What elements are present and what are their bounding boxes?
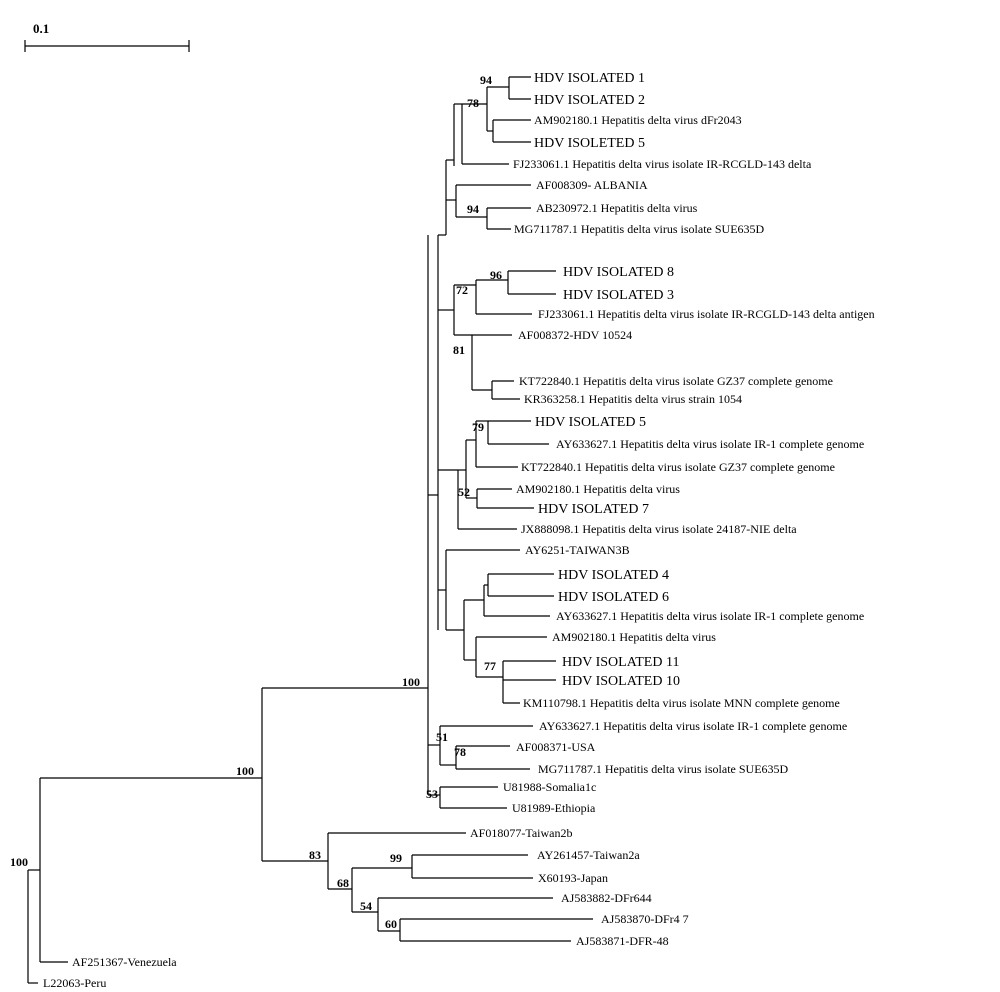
- leaf-label: AF018077-Taiwan2b: [470, 826, 572, 840]
- leaf-label: AY633627.1 Hepatitis delta virus isolate…: [556, 437, 864, 451]
- bootstrap-value: 94: [467, 202, 479, 216]
- leaf-label: HDV ISOLATED 10: [562, 674, 680, 689]
- leaf-label: HDV ISOLETED 5: [534, 136, 645, 151]
- bootstrap-value: 79: [472, 420, 484, 434]
- leaf-label: AJ583870-DFr4 7: [601, 912, 689, 926]
- bootstrap-value: 94: [480, 73, 492, 87]
- bootstrap-value: 51: [436, 730, 448, 744]
- leaf-label: KM110798.1 Hepatitis delta virus isolate…: [523, 696, 840, 710]
- bootstrap-value: 100: [10, 855, 28, 869]
- bootstrap-value: 83: [309, 848, 321, 862]
- leaf-label: HDV ISOLATED 6: [558, 590, 669, 605]
- leaf-label: AM902180.1 Hepatitis delta virus: [552, 630, 716, 644]
- bootstrap-value: 52: [458, 485, 470, 499]
- bootstrap-value: 99: [390, 851, 402, 865]
- leaf-label: U81988-Somalia1c: [503, 780, 596, 794]
- bootstrap-values: 94 78 94 96 72 81 79 52 77 100 51 78 53 …: [10, 73, 502, 931]
- leaf-label: HDV ISOLATED 7: [538, 502, 649, 517]
- leaf-label: KT722840.1 Hepatitis delta virus isolate…: [521, 460, 835, 474]
- leaf-label: AM902180.1 Hepatitis delta virus dFr2043: [534, 113, 742, 127]
- leaf-label: HDV ISOLATED 2: [534, 93, 645, 108]
- bootstrap-value: 53: [426, 787, 438, 801]
- leaf-label: AY633627.1 Hepatitis delta virus isolate…: [539, 719, 847, 733]
- leaf-label: AF251367-Venezuela: [72, 955, 177, 969]
- bootstrap-value: 78: [454, 745, 466, 759]
- leaf-label: AY633627.1 Hepatitis delta virus isolate…: [556, 609, 864, 623]
- bootstrap-value: 81: [453, 343, 465, 357]
- bootstrap-value: 100: [236, 764, 254, 778]
- leaf-label: AJ583871-DFR-48: [576, 934, 669, 948]
- leaf-label: HDV ISOLATED 1: [534, 71, 645, 86]
- bootstrap-value: 72: [456, 283, 468, 297]
- bootstrap-value: 78: [467, 96, 479, 110]
- leaf-label: HDV ISOLATED 3: [563, 288, 674, 303]
- leaf-label: MG711787.1 Hepatitis delta virus isolate…: [538, 762, 789, 776]
- leaf-label: AB230972.1 Hepatitis delta virus: [536, 201, 698, 215]
- bootstrap-value: 96: [490, 268, 502, 282]
- leaf-label: AF008309- ALBANIA: [536, 178, 648, 192]
- leaf-label: AY261457-Taiwan2a: [537, 848, 640, 862]
- leaf-label: AM902180.1 Hepatitis delta virus: [516, 482, 680, 496]
- leaf-label: HDV ISOLATED 8: [563, 265, 674, 280]
- leaf-label: L22063-Peru: [43, 976, 106, 990]
- leaf-label: FJ233061.1 Hepatitis delta virus isolate…: [513, 157, 812, 171]
- bootstrap-value: 54: [360, 899, 372, 913]
- leaf-label: AF008372-HDV 10524: [518, 328, 632, 342]
- scale-bar-label: 0.1: [33, 21, 49, 36]
- leaf-label: HDV ISOLATED 11: [562, 655, 679, 670]
- bootstrap-value: 100: [402, 675, 420, 689]
- tree-branches: [27, 76, 593, 984]
- leaf-label: JX888098.1 Hepatitis delta virus isolate…: [521, 522, 797, 536]
- leaf-label: X60193-Japan: [538, 871, 608, 885]
- leaf-label: MG711787.1 Hepatitis delta virus isolate…: [514, 222, 765, 236]
- bootstrap-value: 77: [484, 659, 496, 673]
- bootstrap-value: 60: [385, 917, 397, 931]
- leaf-label: KT722840.1 Hepatitis delta virus isolate…: [519, 374, 833, 388]
- leaf-label: FJ233061.1 Hepatitis delta virus isolate…: [538, 307, 875, 321]
- leaf-label: HDV ISOLATED 4: [558, 568, 669, 583]
- leaf-label: AJ583882-DFr644: [561, 891, 652, 905]
- leaf-label: U81989-Ethiopia: [512, 801, 596, 815]
- leaf-label: AY6251-TAIWAN3B: [525, 543, 630, 557]
- leaf-label: KR363258.1 Hepatitis delta virus strain …: [524, 392, 742, 406]
- leaf-label: AF008371-USA: [516, 740, 596, 754]
- scale-bar: 0.1: [24, 21, 190, 52]
- bootstrap-value: 68: [337, 876, 349, 890]
- leaf-labels: HDV ISOLATED 1 HDV ISOLATED 2 AM902180.1…: [43, 71, 875, 990]
- leaf-label: HDV ISOLATED 5: [535, 415, 646, 430]
